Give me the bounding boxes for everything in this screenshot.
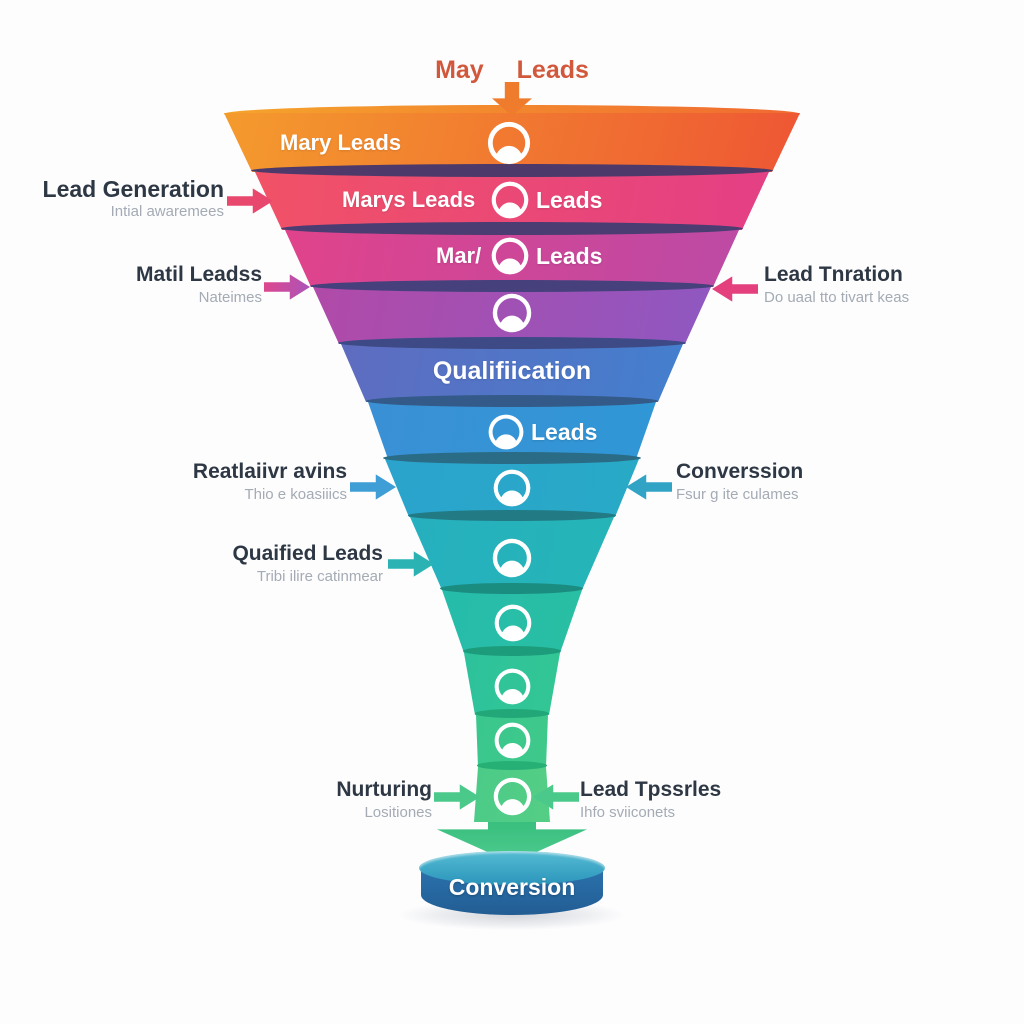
cylinder-top <box>419 851 605 885</box>
annotation-subtitle: Tribi ilire catinmear <box>256 568 383 585</box>
separator <box>477 761 547 770</box>
annotation-subtitle: Intial awaremees <box>110 203 224 220</box>
top-label: May Leads <box>435 56 589 84</box>
annotation-lead-tnration: Lead Tnration Do uaal tto tivart keas <box>764 262 994 307</box>
separator <box>440 583 583 594</box>
separator <box>251 164 773 177</box>
annotation-subtitle: Do uaal tto tivart keas <box>764 289 910 306</box>
person-icon <box>493 603 533 643</box>
stage-5-label: Qualifiication <box>432 357 592 385</box>
arrow-left-icon <box>626 474 672 500</box>
annotation-title: Quaified Leads <box>232 542 383 565</box>
person-icon <box>487 413 525 451</box>
separator <box>366 395 658 407</box>
person-icon <box>490 236 530 276</box>
annotation-lead-generation: Lead Generation Intial awaremees <box>40 176 224 221</box>
cylinder-label: Conversion <box>448 874 576 900</box>
stage-2-label-right: Leads <box>536 187 603 213</box>
separator <box>338 337 686 349</box>
annotation-title: Reatlaiivr avins <box>192 460 347 483</box>
annotation-subtitle: Fsur g ite culames <box>676 486 799 503</box>
annotation-title: Matil Leadss <box>135 263 262 286</box>
annotation-nurturing: Nurturing Lositiones <box>308 777 432 822</box>
person-icon <box>490 180 530 220</box>
annotation-title: Nurturing <box>336 778 432 801</box>
person-icon <box>493 721 532 760</box>
annotation-title: Lead Tpssrles <box>580 778 722 801</box>
annotation-subtitle: Ihfo sviiconets <box>580 804 676 821</box>
person-icon <box>491 292 533 334</box>
stage-6-label-right: Leads <box>531 419 598 445</box>
annotation-subtitle: Thio e koasiiics <box>244 486 347 503</box>
separator <box>310 280 714 292</box>
separator <box>408 510 616 521</box>
arrow-right-icon <box>434 784 480 810</box>
separator <box>281 222 743 235</box>
annotation-title: Lead Generation <box>42 176 224 202</box>
annotation-title: Lead Tnration <box>764 263 903 286</box>
person-icon <box>486 120 532 166</box>
annotation-title: Converssion <box>676 460 804 483</box>
separator <box>383 452 641 464</box>
stage-1-label: Mary Leads <box>280 130 402 155</box>
stage-2-label: Marys Leads <box>342 187 476 212</box>
stage-3-label-right: Leads <box>536 243 603 269</box>
annotation-lead-tpssrles: Lead Tpssrles Ihfo sviiconets <box>580 777 780 822</box>
separator <box>463 646 561 656</box>
stage-3-label: Mar/ <box>436 243 482 268</box>
person-icon <box>492 776 533 817</box>
annotation-quaified-leads: Quaified Leads Tribi ilire catinmear <box>205 541 383 586</box>
person-icon <box>493 667 532 706</box>
arrow-right-icon <box>264 274 310 300</box>
annotation-subtitle: Lositiones <box>364 804 432 821</box>
funnel-stage-5 <box>341 344 683 402</box>
arrow-right-icon <box>350 474 396 500</box>
annotation-subtitle: Nateimes <box>198 289 262 306</box>
annotation-reatlaiivr-avins: Reatlaiivr avins Thio e koasiiics <box>165 459 347 504</box>
separator <box>475 709 549 718</box>
person-icon <box>492 468 532 508</box>
annotation-converssion: Converssion Fsur g ite culames <box>676 459 896 504</box>
person-icon <box>491 537 533 579</box>
arrow-left-icon <box>712 276 758 302</box>
annotation-matil-leadss: Matil Leadss Nateimes <box>90 262 262 307</box>
